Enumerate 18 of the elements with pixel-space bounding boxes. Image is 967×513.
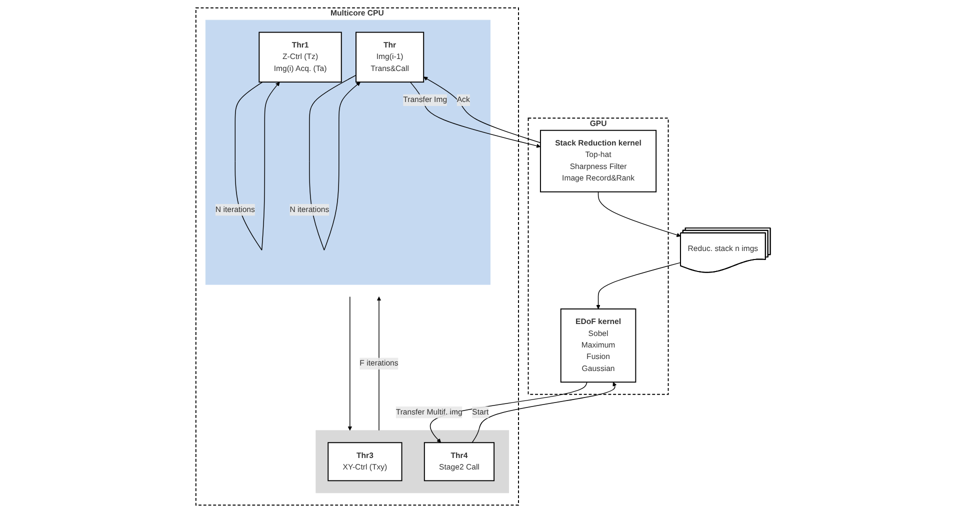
arrow	[377, 296, 382, 431]
cluster	[206, 20, 491, 285]
arrow	[410, 82, 542, 148]
cluster	[196, 7, 520, 506]
node-box	[328, 442, 403, 482]
arrow	[348, 296, 352, 431]
cluster	[316, 430, 510, 494]
arrow	[430, 382, 588, 443]
arrow	[598, 191, 682, 238]
node-box	[540, 130, 657, 192]
arrow	[472, 382, 618, 443]
node-box	[356, 32, 424, 83]
arrow	[424, 76, 542, 144]
node-box	[560, 308, 637, 383]
arrow	[596, 262, 682, 310]
cluster	[528, 118, 670, 395]
node-box	[424, 442, 495, 482]
node-box	[259, 32, 342, 83]
